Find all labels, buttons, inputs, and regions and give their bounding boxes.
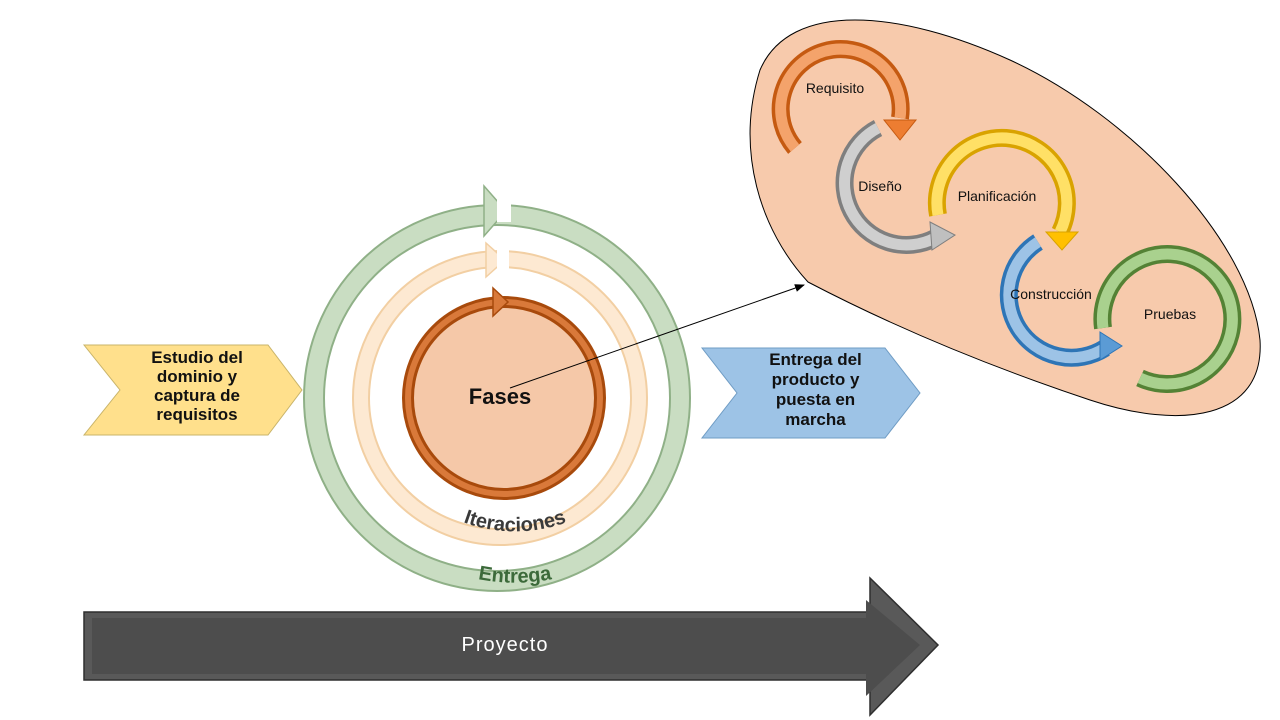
step-label-pruebas: Pruebas — [1143, 306, 1197, 322]
inner-ring — [402, 286, 606, 500]
pruebas-arrow — [1093, 245, 1242, 394]
callout-bubble — [749, 19, 1261, 416]
project-arrow-label: Proyecto — [461, 634, 549, 656]
middle-ring — [352, 241, 648, 546]
planificacion-arrow — [927, 128, 1080, 251]
requisito-arrow — [771, 40, 918, 154]
diseno-arrow — [835, 120, 956, 254]
step-label-planificacion: Planificación — [957, 188, 1037, 204]
step-label-requisito: Requisito — [805, 80, 865, 96]
step-label-construccion: Construcción — [1010, 286, 1092, 302]
left-chevron-text: Estudio del dominio y captura de requisi… — [151, 348, 243, 424]
connector-arrow — [509, 284, 805, 389]
left-chevron — [82, 344, 303, 436]
right-chevron — [700, 347, 921, 439]
outer-ring-label: Entrega — [477, 562, 554, 588]
right-chevron-text: Entrega del producto y puesta en marcha — [769, 350, 862, 429]
construccion-arrow — [999, 234, 1123, 367]
center-label-fases: Fases — [468, 384, 532, 409]
step-label-diseno: Diseño — [858, 178, 902, 194]
outer-ring — [303, 184, 691, 592]
